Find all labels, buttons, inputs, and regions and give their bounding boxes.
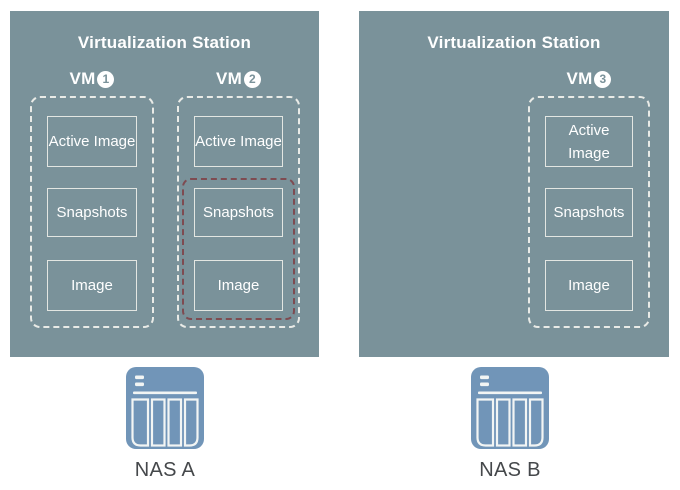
nas-drive-bay-2 — [150, 398, 166, 447]
nas-separator-line — [133, 391, 197, 395]
vm3-number-badge: 3 — [594, 70, 612, 88]
vm1-image-box: Image — [47, 260, 137, 311]
nas-drive-bay-3 — [167, 398, 183, 447]
vm2-number-badge: 2 — [243, 70, 261, 88]
vm2-snapshots-image-highlight — [182, 178, 295, 320]
vm2-image-box: Image — [194, 260, 283, 311]
vm3-image-box: Image — [545, 260, 633, 311]
nas-drive-bay-3 — [512, 398, 528, 447]
nas-led-2 — [480, 382, 489, 387]
nas-led-1 — [135, 375, 144, 380]
vm1-active-image-box: Active Image — [47, 116, 137, 167]
vm2-label-text: VM — [216, 69, 242, 88]
nas-icon — [126, 367, 204, 449]
vm1-number-badge: 1 — [97, 70, 115, 88]
vm3-label-text: VM — [566, 69, 593, 88]
vm3-boundary: Active Image Snapshots Image — [528, 96, 650, 328]
vm2-snapshots-box: Snapshots — [194, 188, 283, 237]
nas-drive-bay-4 — [183, 398, 199, 447]
vm2-active-image-box: Active Image — [194, 116, 283, 167]
nas-b-unit: NAS B — [450, 367, 570, 482]
panel-a-title: Virtualization Station — [77, 33, 252, 52]
nas-drive-bay-2 — [495, 398, 511, 447]
nas-drive-bay-1 — [131, 398, 150, 447]
vm3-snapshots-box: Snapshots — [545, 188, 633, 237]
nas-icon — [471, 367, 549, 449]
nas-drive-bay-4 — [528, 398, 544, 447]
panel-b-title: Virtualization Station — [427, 33, 601, 52]
nas-drive-bay-1 — [476, 398, 495, 447]
nas-led-1 — [480, 375, 489, 380]
vm1-snapshots-box: Snapshots — [47, 188, 137, 237]
nas-a-label: NAS A — [134, 459, 196, 481]
vm2-boundary: Active Image Snapshots Image — [177, 96, 300, 328]
vm1-boundary: Active Image Snapshots Image — [30, 96, 154, 328]
nas-a-unit: NAS A — [105, 367, 225, 482]
nas-b-label: NAS B — [479, 459, 541, 481]
vm3-active-image-box: Active Image — [545, 116, 633, 167]
vm1-label-text: VM — [69, 69, 96, 88]
nas-led-2 — [135, 382, 144, 387]
nas-separator-line — [478, 391, 542, 395]
